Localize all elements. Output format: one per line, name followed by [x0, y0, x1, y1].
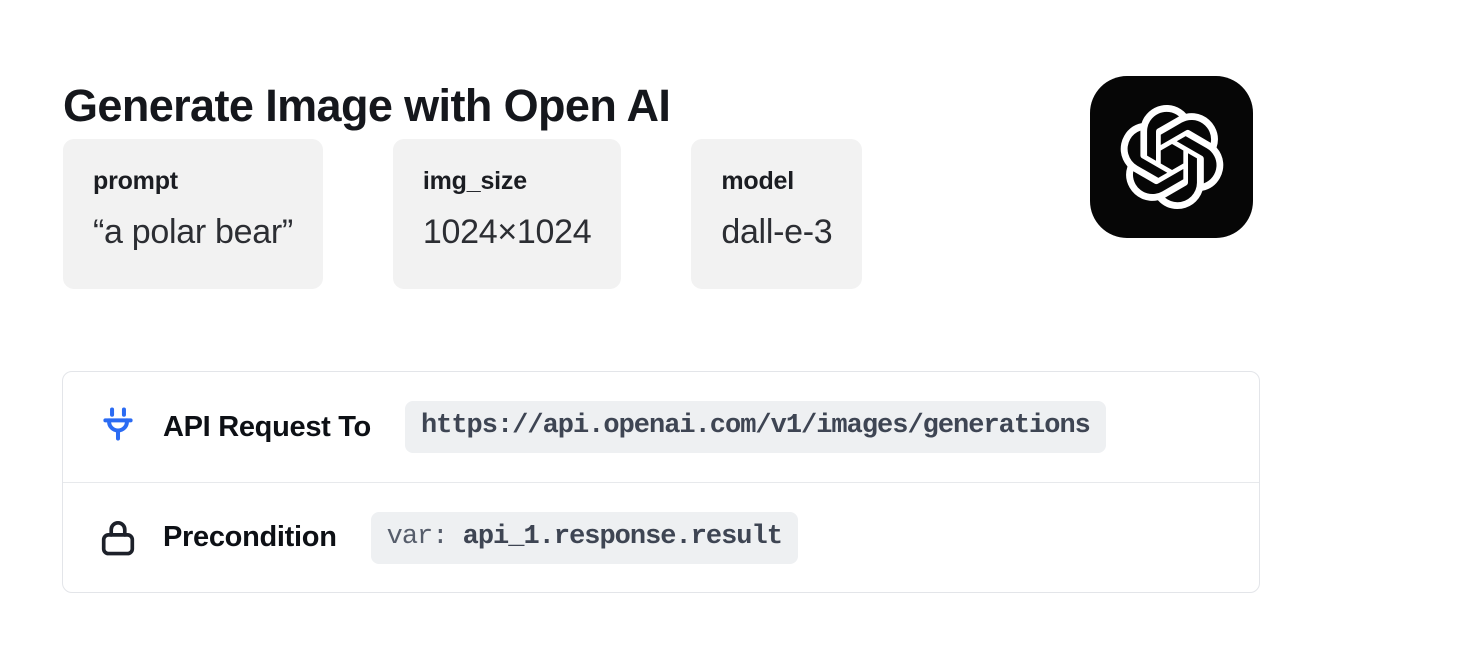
- request-panel: API Request To https://api.openai.com/v1…: [62, 371, 1260, 593]
- var-prefix: var:: [386, 521, 463, 552]
- openai-icon: [1120, 105, 1223, 209]
- api-url-text: https://api.openai.com/v1/images/generat…: [420, 411, 1091, 441]
- precondition-row: Precondition var: api_1.response.result: [63, 482, 1259, 592]
- precondition-var-pill[interactable]: var: api_1.response.result: [370, 511, 798, 564]
- param-chip-prompt[interactable]: prompt “a polar bear”: [63, 139, 323, 289]
- param-value: 1024×1024: [422, 213, 592, 251]
- param-label: img_size: [422, 167, 527, 195]
- openai-logo: [1090, 76, 1253, 238]
- param-chip-model[interactable]: model dall-e-3: [691, 139, 863, 289]
- api-request-label: API Request To: [163, 410, 371, 443]
- parameter-chips: prompt “a polar bear” img_size 1024×1024…: [63, 139, 863, 289]
- param-value: “a polar bear”: [93, 213, 293, 251]
- precondition-label: Precondition: [163, 521, 337, 553]
- page-title: Generate Image with Open AI: [63, 80, 671, 132]
- param-chip-img-size[interactable]: img_size 1024×1024: [392, 139, 622, 289]
- param-label: prompt: [93, 167, 178, 195]
- plug-icon: [96, 403, 140, 451]
- api-url-pill[interactable]: https://api.openai.com/v1/images/generat…: [404, 401, 1106, 453]
- lock-icon: [96, 512, 140, 564]
- api-request-row: API Request To https://api.openai.com/v1…: [63, 372, 1259, 482]
- var-path-text: api_1.response.result: [462, 521, 783, 552]
- param-label: model: [721, 167, 794, 195]
- param-value: dall-e-3: [721, 213, 833, 251]
